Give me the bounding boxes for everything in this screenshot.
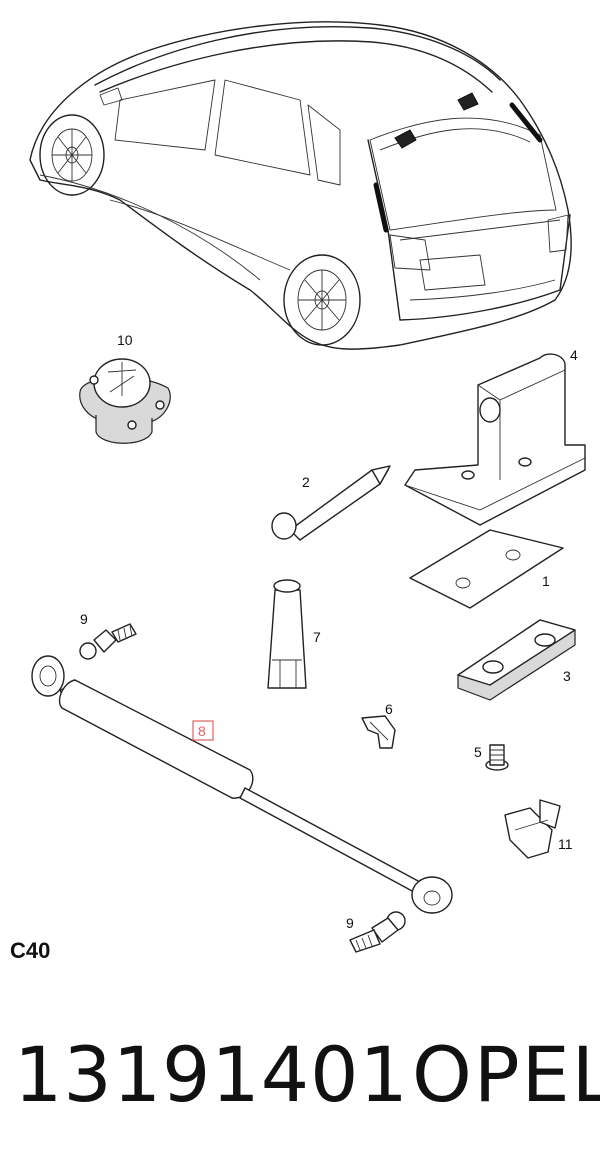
callout-1: 1	[542, 573, 550, 589]
footer: 13191401 OPEL	[0, 1030, 600, 1120]
car-illustration	[29, 21, 572, 350]
callout-9-lower: 9	[346, 915, 354, 931]
callout-6: 6	[385, 701, 393, 717]
callout-4: 4	[570, 347, 578, 363]
part-11-push-clip	[504, 799, 561, 859]
part-number: 13191401	[14, 1030, 409, 1119]
part-10-buffer	[79, 358, 171, 444]
brand-name: OPEL	[412, 1030, 600, 1119]
part-2-pin	[271, 465, 391, 541]
callout-7: 7	[313, 629, 321, 645]
part-8-gas-strut	[31, 655, 453, 914]
part-5-screw	[485, 744, 509, 771]
callout-2: 2	[302, 474, 310, 490]
sheet-code: C40	[10, 938, 51, 963]
part-4-hinge	[404, 353, 586, 526]
part-9-ball-stud-upper	[79, 623, 137, 660]
part-7-tube	[267, 579, 307, 689]
part-9-ball-stud-lower	[349, 911, 406, 953]
callout-3: 3	[563, 668, 571, 684]
callout-9-upper: 9	[80, 611, 88, 627]
exploded-parts-diagram: 10 4 2 1 9 7 3 6 8 5 11 9	[29, 21, 586, 953]
part-3-plate	[457, 619, 576, 701]
callout-10: 10	[117, 332, 133, 348]
part-1-gasket	[409, 529, 564, 609]
callout-8: 8	[198, 723, 206, 739]
callout-11: 11	[558, 836, 573, 852]
part-6-clip	[361, 715, 396, 749]
callout-5: 5	[474, 744, 482, 760]
